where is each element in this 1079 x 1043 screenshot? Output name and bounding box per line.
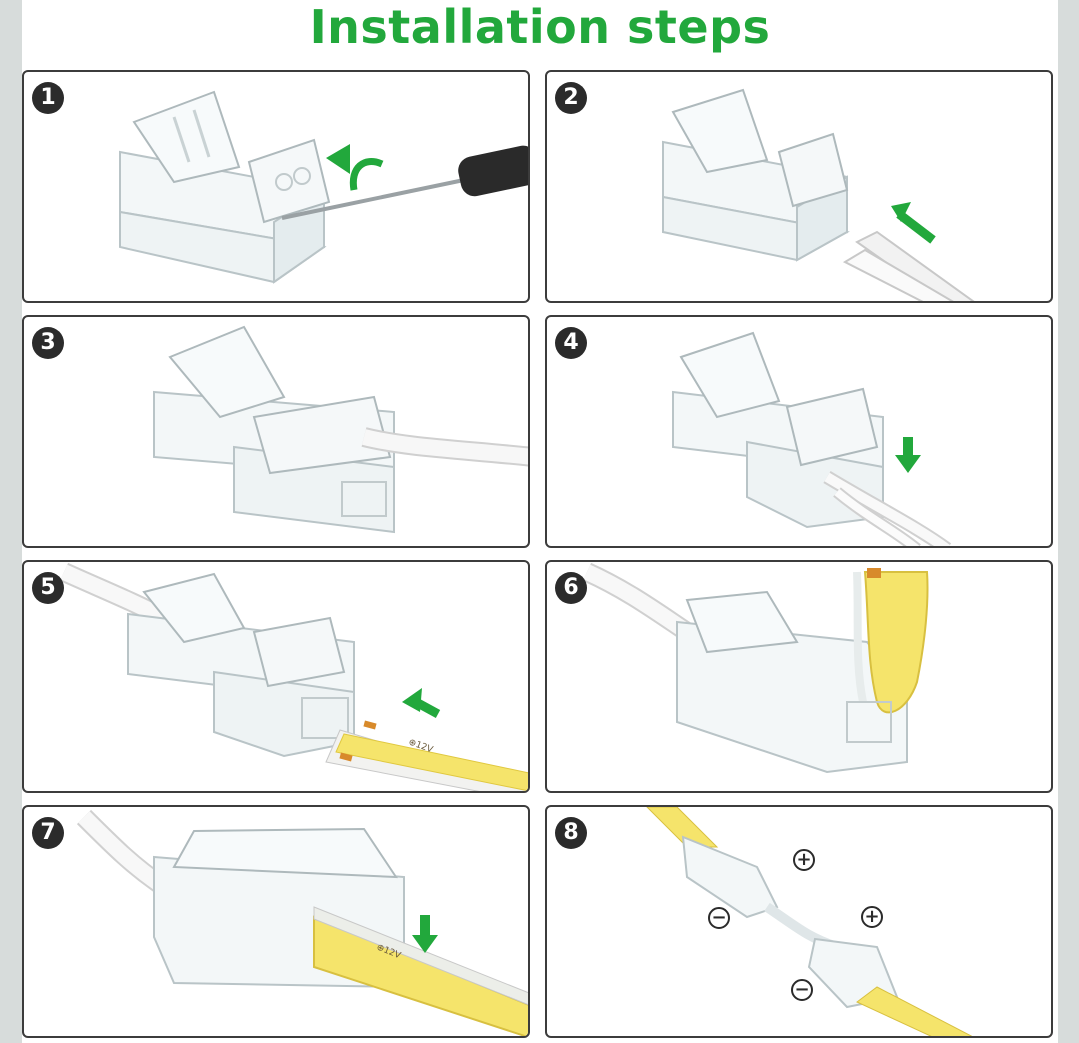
step-number-badge: 4 (555, 327, 587, 359)
step-number-badge: 3 (32, 327, 64, 359)
step-panel-4: 4 (545, 315, 1053, 548)
positive-polarity-icon: + (793, 849, 815, 871)
step-1-illustration (119, 90, 528, 284)
step-panel-1: 1 (22, 70, 530, 303)
step-panel-5: 5 ⊕12V (22, 560, 530, 793)
step-number-badge: 1 (32, 82, 64, 114)
step-6-illustration (582, 562, 929, 774)
step-8-illustration (646, 807, 973, 1036)
step-panel-8: 8 + − + − (545, 805, 1053, 1038)
step-panel-2: 2 (545, 70, 1053, 303)
step-3-illustration (153, 325, 528, 534)
step-7-illustration: ⊕12V (76, 809, 528, 1036)
step-number-badge: 7 (32, 817, 64, 849)
page-title: Installation steps (309, 0, 771, 54)
step-5-illustration: ⊕12V (59, 562, 528, 791)
step-panel-6: 6 (545, 560, 1053, 793)
step-number-badge: 2 (555, 82, 587, 114)
step-2-illustration (662, 88, 975, 301)
step-4-illustration (672, 331, 952, 546)
step-panel-3: 3 (22, 315, 530, 548)
step-panel-7: 7 ⊕12V (22, 805, 530, 1038)
instruction-sheet: Installation steps 1 2 (22, 0, 1058, 1043)
step-number-badge: 5 (32, 572, 64, 604)
negative-polarity-icon: − (708, 907, 730, 929)
step-number-badge: 6 (555, 572, 587, 604)
positive-polarity-icon: + (861, 906, 883, 928)
step-number-badge: 8 (555, 817, 587, 849)
negative-polarity-icon: − (791, 979, 813, 1001)
